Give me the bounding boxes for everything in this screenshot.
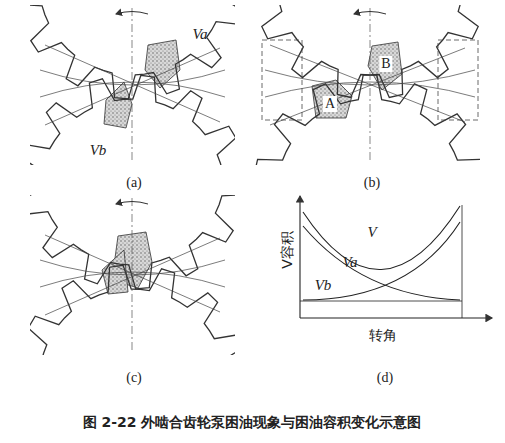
volume-label: Va [193,27,208,42]
panel-label: (d) [377,371,393,385]
driven-gear [30,265,235,355]
curve-label: V [367,225,376,240]
driven-gear [30,75,235,165]
curve-label: Va [343,255,358,270]
axis-title: 转角 [369,328,397,342]
region-label: A [323,96,337,112]
volume-label: Vb [90,143,107,158]
panel-label: (b) [364,176,380,190]
figure-caption: 图 2-22 外啮合齿轮泵困油现象与困油容积变化示意图 [83,415,422,429]
axis-title: V容积 [280,231,294,269]
driven-gear [255,75,480,165]
curve-label: Vb [315,278,332,293]
panel-label: (c) [126,371,142,385]
panel-label: (a) [126,176,142,190]
region-label: B [379,56,392,72]
